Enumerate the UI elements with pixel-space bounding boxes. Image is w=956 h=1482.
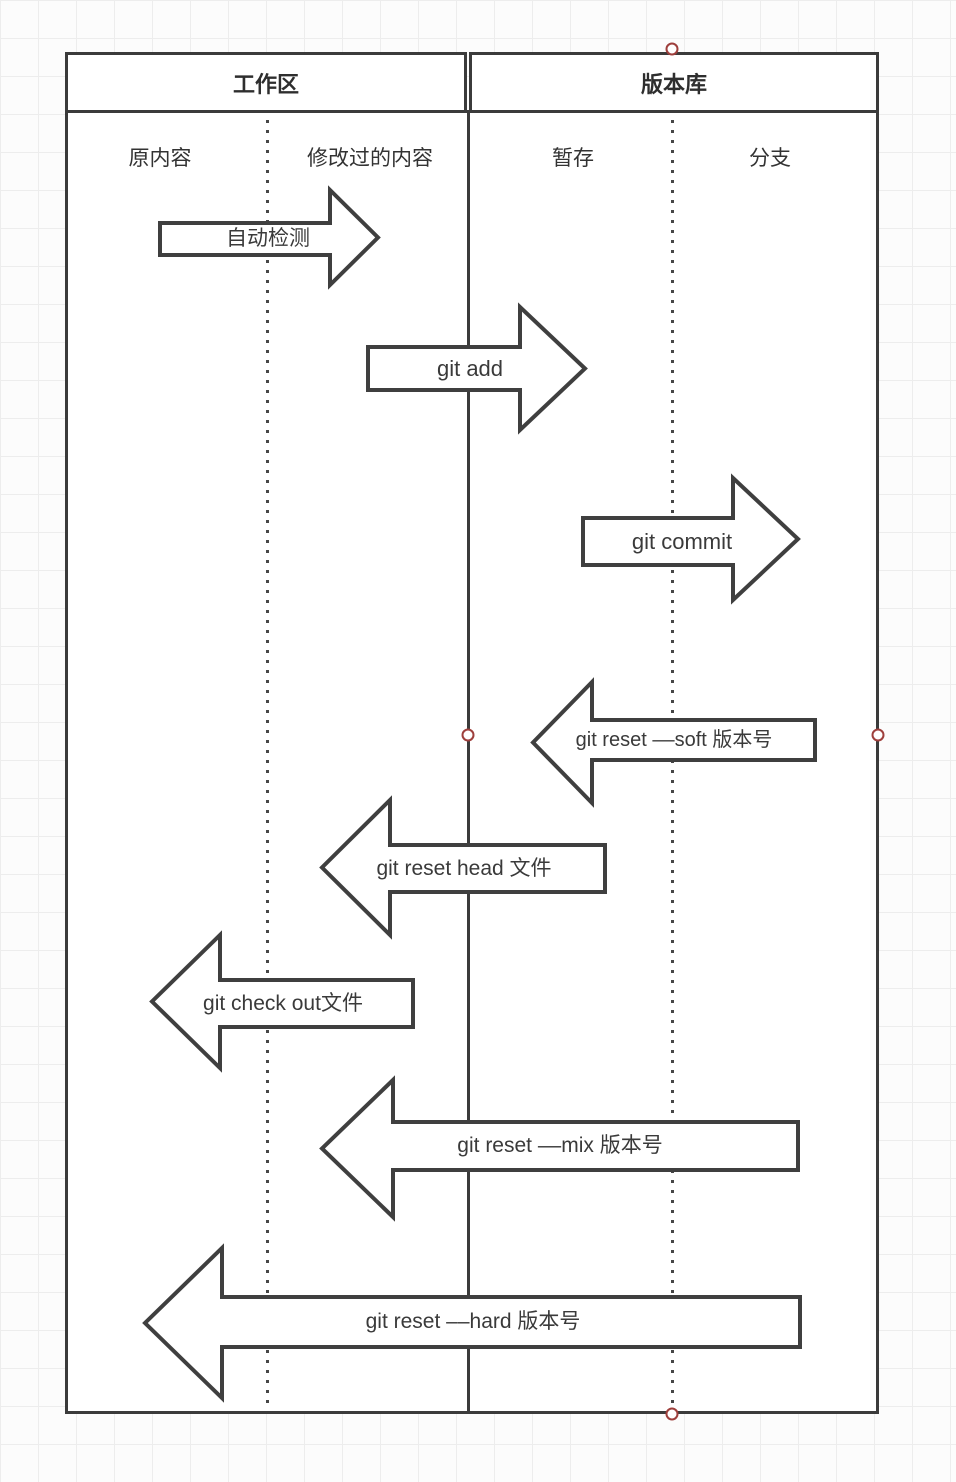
selection-handle-right[interactable] — [871, 728, 885, 742]
column-label-original: 原内容 — [128, 147, 192, 170]
arrow-git-reset-hard[interactable] — [142, 1243, 802, 1403]
repository-header[interactable]: 版本库 — [469, 52, 879, 113]
arrow-label-git-reset-mix: git reset ––mix 版本号 — [457, 1134, 663, 1157]
arrow-label-git-checkout: git check out文件 — [203, 992, 363, 1015]
arrow-git-reset-head[interactable] — [319, 795, 607, 940]
repository-dotted-divider — [671, 120, 674, 1410]
arrow-label-git-reset-head: git reset head 文件 — [376, 857, 552, 880]
repository-title: 版本库 — [640, 71, 707, 97]
arrow-label-git-add: git add — [436, 356, 504, 381]
arrow-label-git-reset-hard: git reset ––hard 版本号 — [365, 1310, 581, 1333]
workspace-header[interactable]: 工作区 — [65, 52, 467, 113]
column-label-branch: 分支 — [749, 147, 791, 170]
column-label-modified: 修改过的内容 — [307, 147, 433, 170]
arrow-git-commit[interactable] — [581, 473, 801, 605]
workspace-repo-divider — [467, 112, 470, 1412]
selection-handle-left[interactable] — [461, 728, 475, 742]
arrow-git-reset-soft[interactable] — [530, 677, 817, 808]
arrow-label-git-commit: git commit — [631, 529, 733, 554]
selection-handle-bottom[interactable] — [665, 1407, 679, 1421]
arrow-label-git-reset-soft: git reset ––soft 版本号 — [575, 729, 773, 751]
selection-handle-top[interactable] — [665, 42, 679, 56]
workspace-dotted-divider — [266, 120, 269, 1410]
workspace-title: 工作区 — [232, 71, 299, 97]
arrow-label-auto-detect: 自动检测 — [226, 227, 310, 250]
arrow-auto-detect[interactable] — [158, 185, 381, 290]
arrow-git-checkout[interactable] — [149, 930, 415, 1073]
column-label-stage: 暂存 — [552, 147, 594, 170]
arrow-git-reset-mix[interactable] — [319, 1075, 800, 1222]
arrow-git-add[interactable] — [366, 302, 588, 435]
